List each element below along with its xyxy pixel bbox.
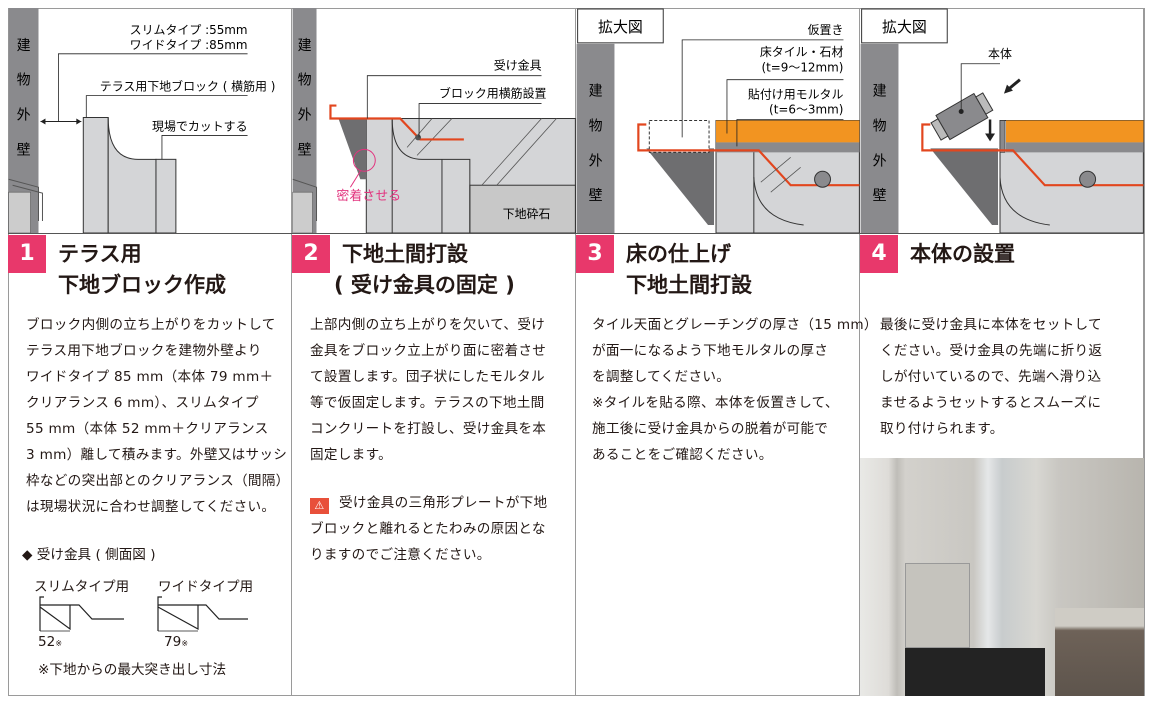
instruction-sheet [8, 8, 1145, 696]
step-2-diagram: 建 物 外 壁 受け金具 ブロック用横筋設置 密着させる 下地砕石 [292, 8, 576, 234]
svg-text:建: 建 [873, 84, 887, 100]
step-description: 最後に受け金具に本体をセットしてください。受け金具の先端に折り返しが付いているの… [880, 317, 1103, 437]
step-3-diagram: 拡大図 建 物 外 壁 仮置き 床タイル・石材 (t=9～12mm) 貼付け用モ… [576, 8, 860, 234]
svg-text:物: 物 [17, 73, 31, 89]
wide-type-label: ワイドタイプ用 [158, 579, 254, 595]
svg-text:スリムタイプ :55mm: スリムタイプ :55mm [130, 23, 248, 37]
svg-text:下地砕石: 下地砕石 [503, 206, 551, 221]
step-2-panel: 建 物 外 壁 受け金具 ブロック用横筋設置 密着させる 下地砕石 2 下地土間… [292, 8, 576, 696]
step-4-diagram: 拡大図 建 物 外 壁 本体 [860, 8, 1144, 234]
svg-text:物: 物 [298, 73, 312, 89]
slim-type-label: スリムタイプ用 [34, 579, 130, 595]
step-description: タイル天面とグレーチングの厚さ（15 mm）が面一になるよう下地モルタルの厚さを… [592, 317, 878, 463]
svg-text:密着させる: 密着させる [336, 188, 401, 204]
step-number-badge: 3 [576, 235, 614, 273]
tile-edge [1055, 608, 1144, 696]
step-3-panel: 拡大図 建 物 外 壁 仮置き 床タイル・石材 (t=9～12mm) 貼付け用モ… [576, 8, 877, 696]
warning-note: ⚠受け金具の三角形プレートが下地 ブロックと離れるとたわみの原因となりますのでご… [310, 495, 548, 563]
svg-text:壁: 壁 [17, 142, 31, 158]
svg-text:物: 物 [873, 118, 887, 134]
svg-text:外: 外 [298, 108, 312, 124]
svg-text:建: 建 [298, 38, 312, 54]
step-1-diagram: 建 物 外 壁 スリムタイプ :55mm ワイドタイプ :85mm テラス用下地… [8, 8, 292, 234]
svg-text:仮置き: 仮置き [808, 23, 844, 37]
svg-text:現場でカットする: 現場でカットする [152, 119, 248, 133]
step-1-panel: 建 物 外 壁 スリムタイプ :55mm ワイドタイプ :85mm テラス用下地… [8, 8, 292, 696]
svg-text:拡大図: 拡大図 [598, 18, 643, 36]
svg-text:外: 外 [589, 153, 603, 169]
svg-text:物: 物 [589, 118, 603, 134]
step-title: テラス用下地ブロック作成 [58, 242, 226, 297]
warning-triangle-icon: ⚠ [310, 498, 329, 514]
bracket-plate [905, 563, 970, 648]
step-number-badge: 4 [860, 235, 898, 273]
svg-text:外: 外 [17, 108, 31, 124]
installation-photo [860, 458, 1144, 696]
svg-text:建: 建 [589, 84, 603, 100]
svg-text:床タイル・石材: 床タイル・石材 [760, 45, 844, 59]
svg-text:ブロック用横筋設置: ブロック用横筋設置 [439, 86, 547, 101]
dimension-note: ※下地からの最大突き出し寸法 [38, 662, 227, 678]
step-description: 上部内側の立ち上がりを欠いて、受け金具をブロック立上がり面に密着させて設置します… [310, 317, 547, 463]
svg-text:ワイドタイプ :85mm: ワイドタイプ :85mm [130, 38, 248, 52]
svg-text:本体: 本体 [988, 47, 1012, 61]
step-title: 床の仕上げ下地土間打設 [626, 242, 752, 297]
step-number-badge: 2 [292, 235, 330, 273]
svg-text:貼付け用モルタル: 貼付け用モルタル [748, 87, 844, 102]
svg-text:建: 建 [17, 38, 31, 54]
shadow-area [905, 648, 1045, 696]
wide-dimension: 79※ [164, 634, 189, 650]
svg-text:テラス用下地ブロック ( 横筋用 ): テラス用下地ブロック ( 横筋用 ) [100, 79, 276, 94]
svg-text:外: 外 [873, 153, 887, 169]
svg-text:(t=9～12mm): (t=9～12mm) [761, 61, 843, 75]
step-4-panel: 拡大図 建 物 外 壁 本体 4 本体の設置 最後に受け金具に本体をセットしてく… [860, 8, 1144, 696]
step-number-badge: 1 [8, 235, 46, 273]
svg-text:拡大図: 拡大図 [882, 18, 927, 36]
step-description: ブロック内側の立ち上がりをカットしてテラス用下地ブロックを建物外壁よりワイドタイ… [26, 317, 290, 515]
svg-text:(t=6～3mm): (t=6～3mm) [769, 103, 843, 117]
bracket-side-view-drawings [39, 596, 248, 632]
side-view-heading: ◆ 受け金具 ( 側面図 ) [22, 547, 156, 563]
slim-dimension: 52※ [38, 634, 63, 650]
step-title: 本体の設置 [910, 242, 1015, 266]
svg-text:壁: 壁 [873, 188, 887, 204]
step-title: 下地土間打設( 受け金具の固定 ) [334, 242, 515, 297]
svg-text:受け金具: 受け金具 [494, 58, 542, 73]
svg-text:壁: 壁 [298, 142, 312, 158]
svg-text:壁: 壁 [589, 188, 603, 204]
